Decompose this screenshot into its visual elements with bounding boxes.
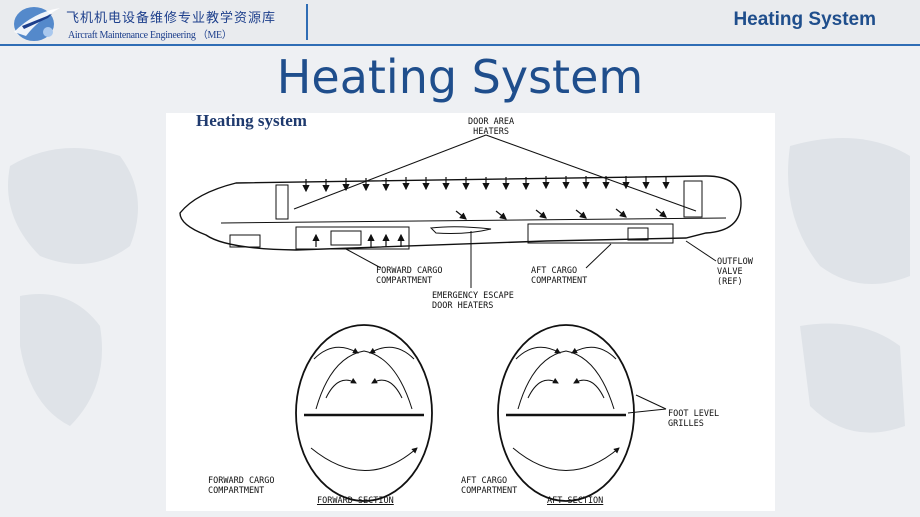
header-divider: [306, 4, 308, 40]
label-aft-cargo: AFT CARGO COMPARTMENT: [531, 266, 588, 286]
label-forward-cargo: FORWARD CARGO COMPARTMENT: [376, 266, 443, 286]
figure-caption: Heating system: [196, 111, 307, 130]
slide-title: Heating System: [276, 50, 644, 104]
forward-section-outline: [295, 324, 433, 502]
slide-header: 飞机机电设备维修专业教学资源库 Aircraft Maintenance Eng…: [0, 0, 920, 46]
world-map-background: [8, 138, 910, 433]
aft-section-outline: [497, 324, 635, 502]
label-aft-section-cargo: AFT CARGO COMPARTMENT: [461, 476, 518, 496]
label-outflow-valve: OUTFLOW VALVE (REF): [717, 257, 753, 287]
heating-system-diagram: [179, 134, 742, 502]
label-foot-level-grilles: FOOT LEVEL GRILLES: [668, 409, 720, 429]
label-forward-section: FORWARD SECTION: [317, 496, 394, 506]
label-door-area: DOOR AREA HEATERS: [468, 117, 515, 137]
aft-cargo-box: [527, 223, 674, 244]
fuselage-outline: [179, 175, 742, 251]
label-emergency-escape: EMERGENCY ESCAPE DOOR HEATERS: [432, 291, 514, 311]
forward-cargo-box: [295, 226, 410, 250]
header-title: Heating System: [733, 9, 876, 30]
cabin-floor: [220, 217, 727, 224]
label-aft-section: AFT SECTION: [547, 496, 604, 506]
org-name-en: Aircraft Maintenance Engineering （ME）: [68, 30, 232, 41]
org-name-cn: 飞机机电设备维修专业教学资源库: [66, 11, 277, 26]
label-forward-section-cargo: FORWARD CARGO COMPARTMENT: [208, 476, 275, 496]
logo-icon: [14, 7, 60, 41]
